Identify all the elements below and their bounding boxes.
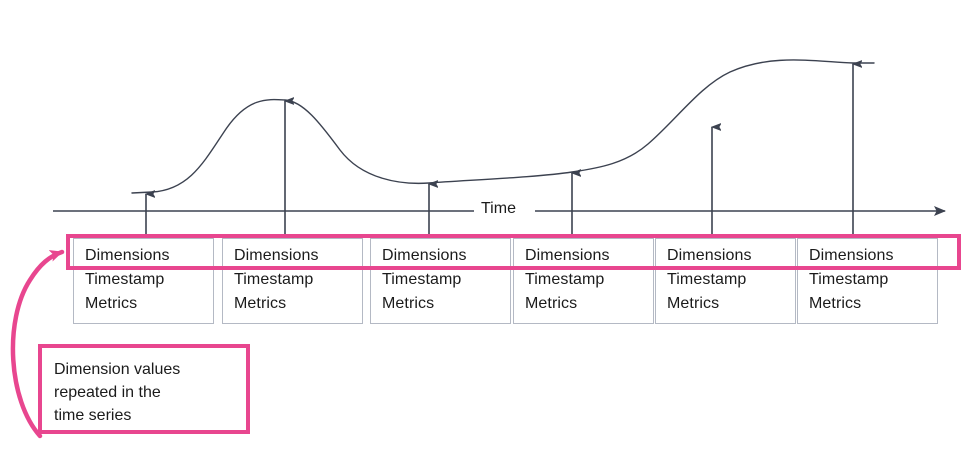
- record-timestamp-label: Timestamp: [234, 271, 314, 288]
- record-timestamp-label: Timestamp: [667, 271, 747, 288]
- record-dimensions-label: Dimensions: [234, 247, 319, 264]
- record-dimensions-label: Dimensions: [667, 247, 752, 264]
- record-metrics-label: Metrics: [525, 295, 578, 312]
- record-dimensions-label: Dimensions: [382, 247, 467, 264]
- record-metrics-label: Metrics: [382, 295, 435, 312]
- record-box[interactable]: Dimensions Timestamp Metrics: [222, 238, 363, 324]
- time-series-curve: [131, 59, 875, 194]
- annotation-line: time series: [54, 407, 132, 424]
- record-box[interactable]: Dimensions Timestamp Metrics: [73, 238, 214, 324]
- record-timestamp-label: Timestamp: [525, 271, 605, 288]
- record-metrics-label: Metrics: [809, 295, 862, 312]
- record-box[interactable]: Dimensions Timestamp Metrics: [797, 238, 938, 324]
- record-box[interactable]: Dimensions Timestamp Metrics: [370, 238, 511, 324]
- record-metrics-label: Metrics: [234, 295, 287, 312]
- annotation-line: Dimension values: [54, 361, 181, 378]
- annotation-callout: Dimension values repeated in the time se…: [38, 344, 250, 434]
- record-box[interactable]: Dimensions Timestamp Metrics: [655, 238, 796, 324]
- annotation-line: repeated in the: [54, 384, 161, 401]
- record-timestamp-label: Timestamp: [382, 271, 462, 288]
- callout-connector-arrow: [10, 249, 65, 439]
- record-metrics-label: Metrics: [667, 295, 720, 312]
- record-metrics-label: Metrics: [85, 295, 138, 312]
- record-dimensions-label: Dimensions: [85, 247, 170, 264]
- record-timestamp-label: Timestamp: [85, 271, 165, 288]
- record-dimensions-label: Dimensions: [809, 247, 894, 264]
- record-box[interactable]: Dimensions Timestamp Metrics: [513, 238, 654, 324]
- time-axis-label: Time: [474, 200, 523, 218]
- record-to-curve-arrows: [146, 64, 853, 240]
- record-dimensions-label: Dimensions: [525, 247, 610, 264]
- record-timestamp-label: Timestamp: [809, 271, 889, 288]
